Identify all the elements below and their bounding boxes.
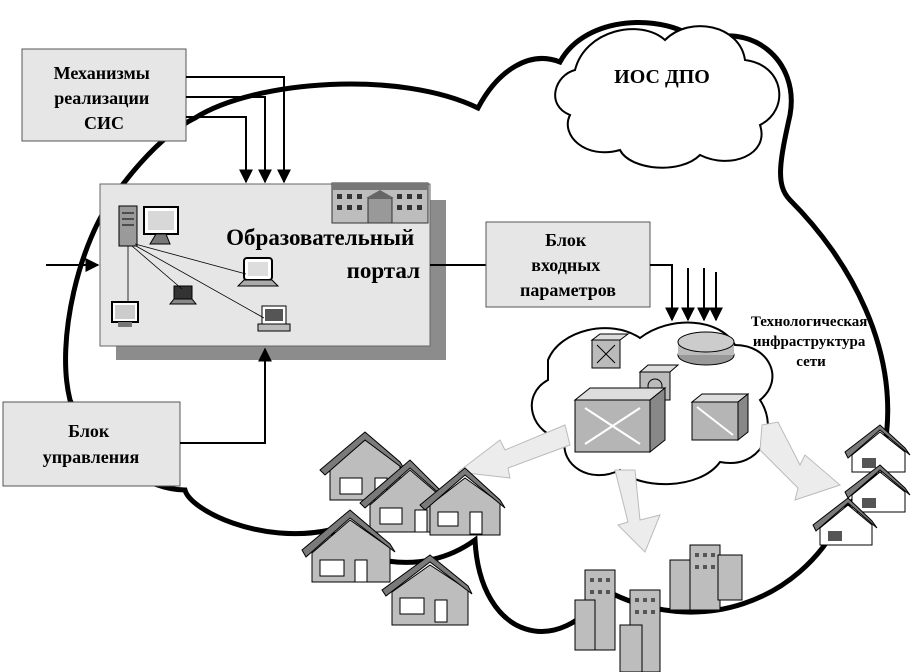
input-params-line-1: Блок	[545, 230, 587, 250]
control-line-2: управления	[43, 447, 140, 467]
infrastructure-line-2: инфраструктура	[753, 334, 866, 350]
server-icon	[118, 205, 138, 247]
university-building-icon	[331, 182, 429, 224]
input-params-line-2: входных	[531, 255, 600, 275]
laptop-icon	[168, 285, 198, 305]
infrastructure-line-3: сети	[796, 354, 826, 370]
router-icon	[677, 331, 735, 366]
switch-icon	[573, 386, 667, 454]
mechanisms-line-2: реализации	[54, 88, 149, 108]
office-windows	[590, 553, 715, 614]
svg-text:Технологическая инфраструк: Технологическая инфраструктура сети	[751, 314, 871, 370]
parameter-arrows	[650, 264, 723, 322]
mechanisms-box	[21, 48, 187, 142]
switch-icon	[590, 333, 630, 369]
input-params-box	[485, 221, 651, 308]
input-params-line-3: параметров	[520, 280, 616, 300]
office-building-icon	[574, 544, 743, 672]
switch-icon	[690, 392, 750, 442]
house-icon	[812, 497, 878, 546]
mechanisms-line-3: СИС	[84, 113, 124, 133]
svg-text:Образовательный портал: Образовательный портал	[226, 225, 420, 283]
distribution-arrows	[456, 421, 841, 553]
house-icon	[301, 509, 396, 583]
house-icon	[844, 424, 911, 473]
portal-line-2: портал	[347, 258, 421, 283]
lan-connections	[127, 243, 265, 319]
control-box	[2, 401, 181, 487]
mechanisms-line-1: Механизмы	[54, 63, 150, 83]
house-icon	[381, 554, 473, 626]
ios-dpo-cloud	[554, 25, 781, 169]
house-icon	[844, 464, 911, 513]
portal-line-1: Образовательный	[226, 225, 414, 250]
mechanism-arrows	[186, 76, 291, 184]
monitor-icon	[143, 206, 179, 245]
laptop-icon	[236, 257, 280, 287]
control-line-1: Блок	[68, 421, 110, 441]
cloud-label: ИОС ДПО	[614, 66, 710, 88]
control-arrow	[180, 347, 272, 444]
monitor-icon	[111, 301, 139, 327]
svg-text:Блок управления: Блок управления	[43, 421, 140, 467]
infrastructure-line-1: Технологическая	[751, 314, 868, 330]
svg-text:Блок входных параметро: Блок входных параметров	[520, 230, 616, 300]
house-icon	[419, 467, 506, 536]
svg-text:Механизмы реализации С: Механизмы реализации СИС	[54, 63, 155, 133]
desktop-pc-icon	[257, 305, 291, 332]
